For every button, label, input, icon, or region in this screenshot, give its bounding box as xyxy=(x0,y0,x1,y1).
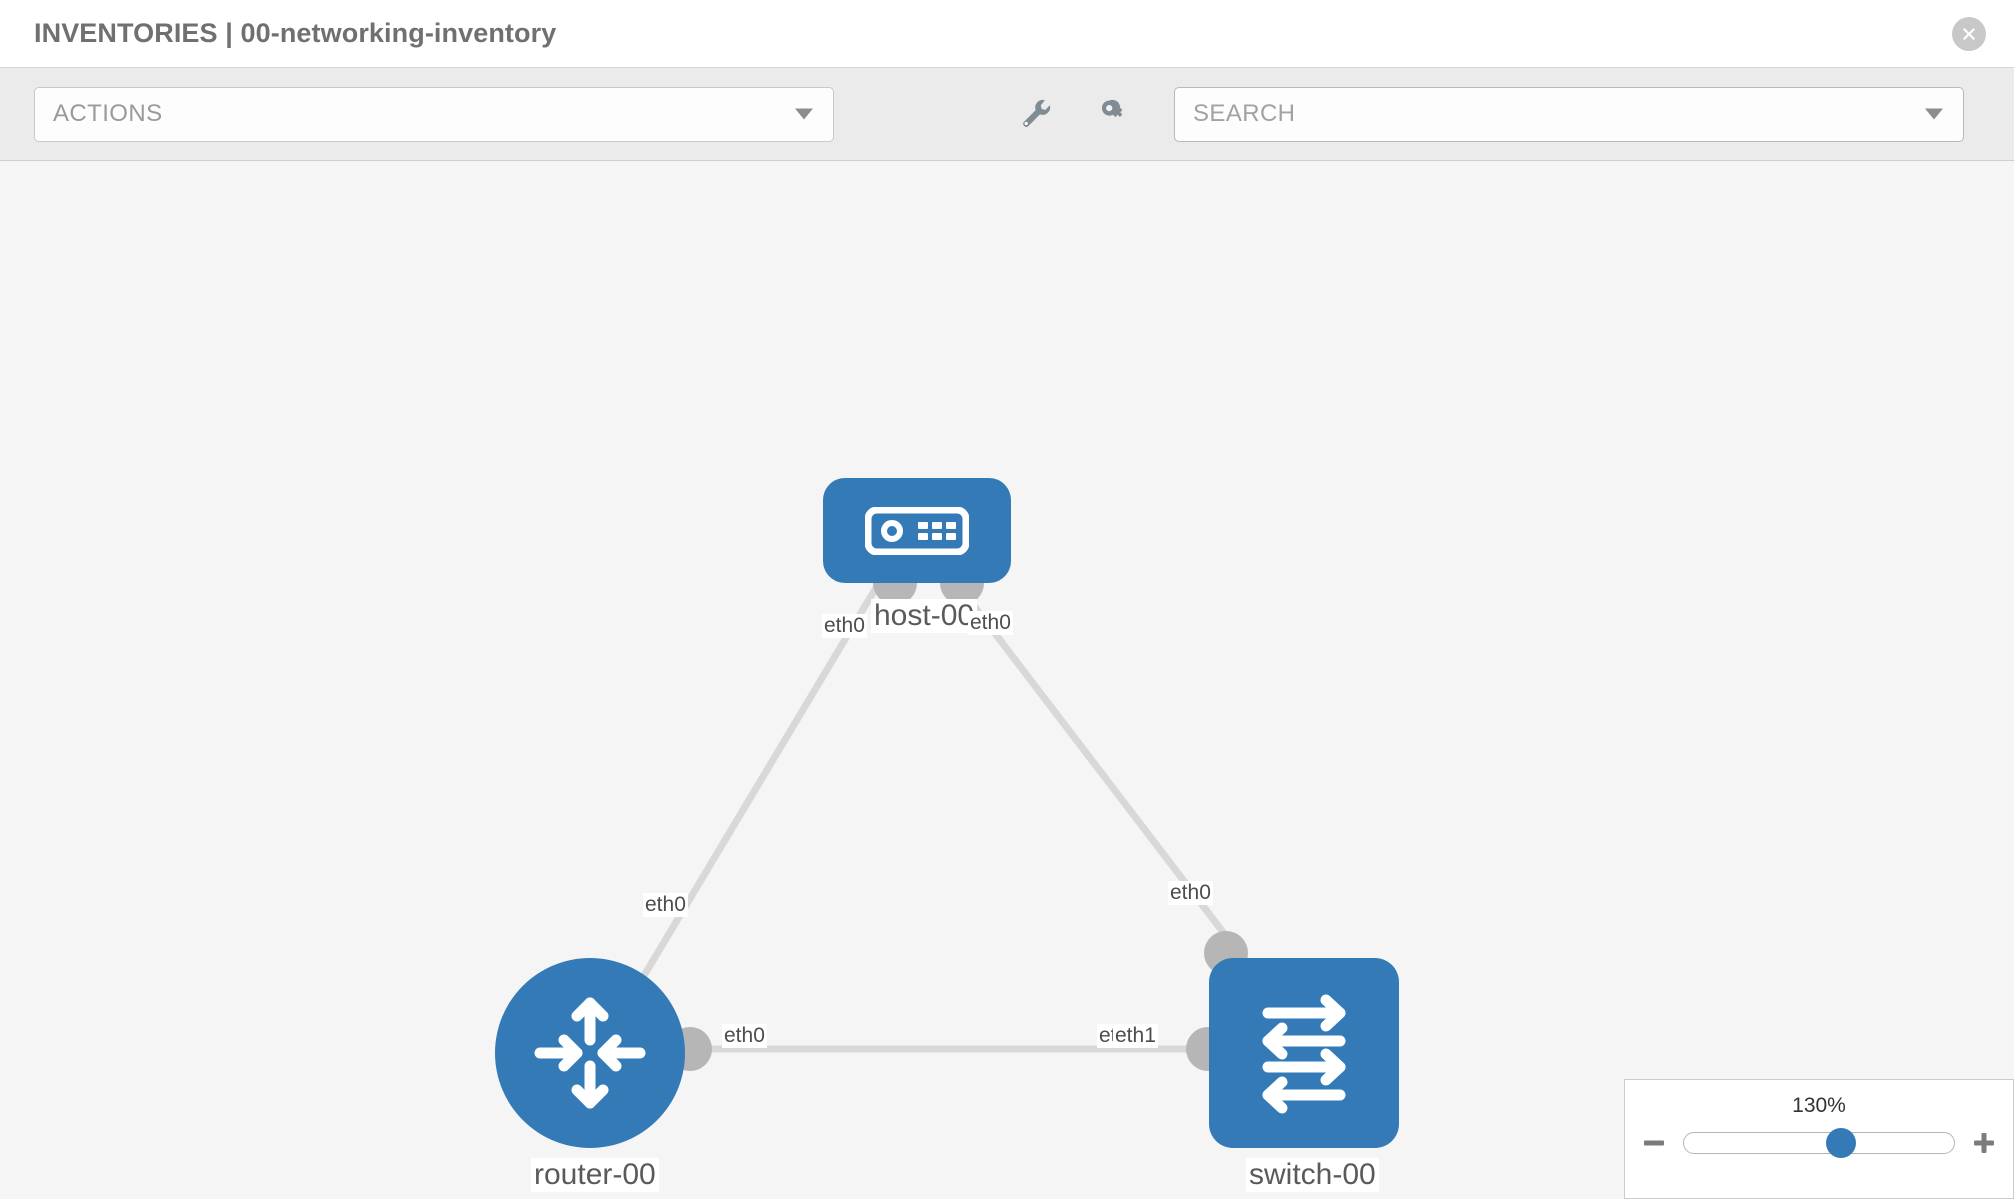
edge-label-host-left: eth0 xyxy=(822,614,867,639)
zoom-control-panel: 130% xyxy=(1624,1079,2014,1199)
key-icon[interactable] xyxy=(1094,92,1134,137)
zoom-slider-row xyxy=(1625,1128,2013,1158)
zoom-level-value: 130% xyxy=(1792,1094,1846,1117)
node-label-host-00: host-00 xyxy=(871,599,978,633)
topology-node-router-00[interactable] xyxy=(495,958,685,1148)
search-placeholder: SEARCH xyxy=(1193,100,1296,127)
toolbar: ACTIONS SEARCH xyxy=(0,68,2014,161)
edge-label-switch-upper: eth0 xyxy=(1168,881,1213,906)
topology-node-switch-00[interactable] xyxy=(1209,958,1399,1148)
topology-node-host-00[interactable] xyxy=(823,478,1011,583)
actions-dropdown-label: ACTIONS xyxy=(53,100,163,127)
node-label-router-00: router-00 xyxy=(531,1158,659,1192)
wrench-icon[interactable] xyxy=(1014,92,1054,137)
topology-canvas[interactable]: host-00 router-00 switch-00 eth0 eth0 et… xyxy=(0,161,2014,1199)
zoom-in-icon[interactable] xyxy=(1969,1128,1999,1158)
close-icon[interactable] xyxy=(1952,16,1986,51)
zoom-slider-track[interactable] xyxy=(1683,1128,1955,1158)
switch-arrows-icon xyxy=(1262,994,1346,1114)
edge-label-host-right: eth0 xyxy=(968,611,1013,636)
app-header: INVENTORIES | 00-networking-inventory xyxy=(0,0,2014,68)
zoom-slider-thumb[interactable] xyxy=(1825,1128,1856,1158)
node-label-switch-00: switch-00 xyxy=(1246,1158,1379,1192)
chevron-down-icon xyxy=(795,108,813,120)
search-input[interactable]: SEARCH xyxy=(1174,86,1964,142)
page-title: INVENTORIES | 00-networking-inventory xyxy=(34,18,557,48)
zoom-out-icon[interactable] xyxy=(1639,1128,1669,1158)
server-appliance-icon xyxy=(865,506,969,555)
router-arrows-icon xyxy=(534,997,646,1109)
edge-label-router-upper: eth0 xyxy=(643,893,688,918)
edge-label-router-right: eth0 xyxy=(722,1024,767,1049)
topology-edges xyxy=(626,578,1248,1053)
edge-label-switch-left-front: eth1 xyxy=(1113,1024,1158,1049)
chevron-down-icon[interactable] xyxy=(1925,108,1943,120)
toolbar-icon-group xyxy=(1014,92,1134,137)
actions-dropdown[interactable]: ACTIONS xyxy=(34,86,834,142)
